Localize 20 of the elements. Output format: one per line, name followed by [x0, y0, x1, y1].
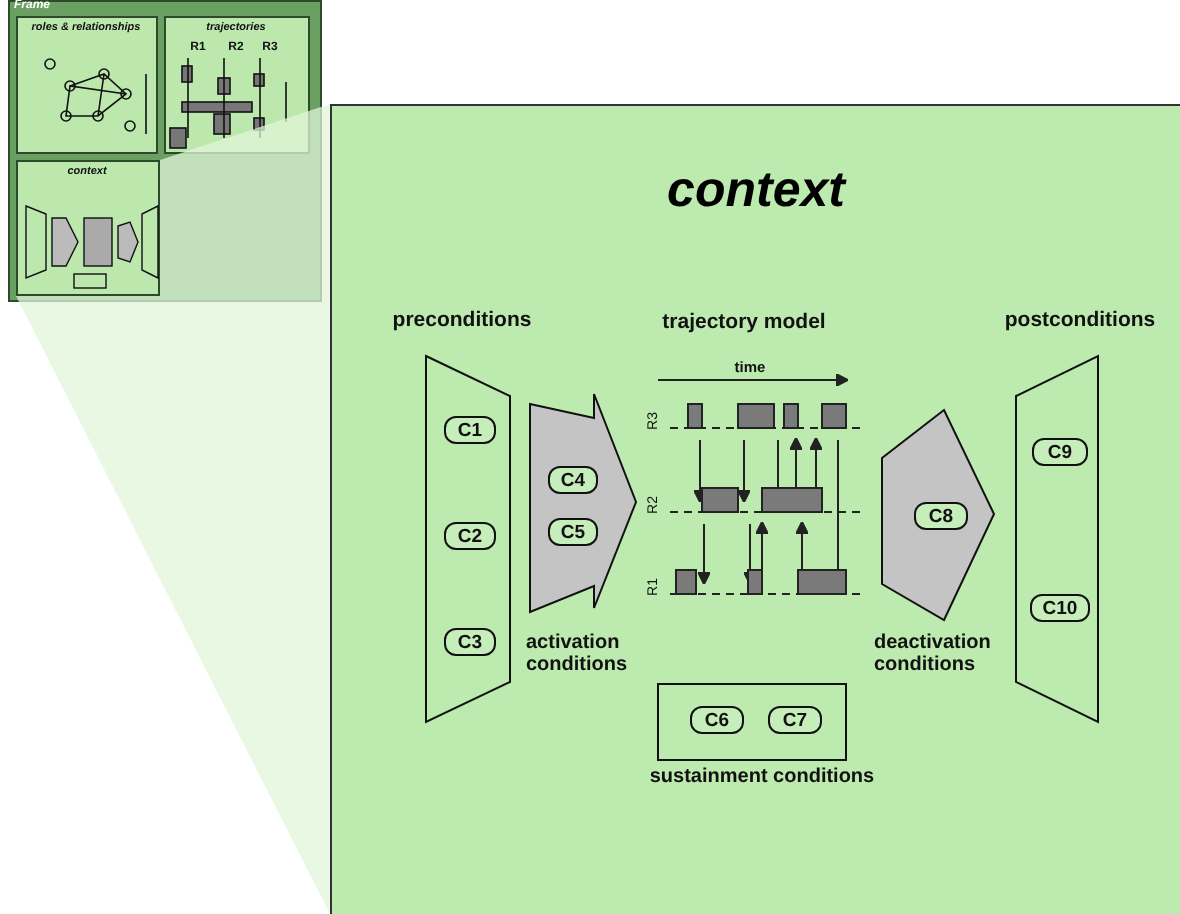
axis-label: trajectory model	[660, 310, 828, 334]
condition-label: C6	[690, 706, 744, 734]
panel-title: context	[665, 162, 849, 220]
group-heading: sustainment conditions	[647, 768, 877, 789]
condition-label: C10	[1030, 594, 1090, 622]
condition-label: C4	[548, 466, 598, 494]
condition-label: C5	[548, 518, 598, 546]
context-panel	[330, 104, 1180, 914]
thumbnail-panel	[15, 159, 159, 295]
condition-label: C7	[768, 706, 822, 734]
condition-label: C2	[444, 522, 496, 550]
condition-label: C9	[1032, 438, 1088, 466]
condition-label: C8	[914, 502, 968, 530]
condition-label: C1	[444, 416, 496, 444]
group-heading: activation conditions	[526, 634, 630, 676]
condition-label: C3	[444, 628, 496, 656]
group-heading: postconditions	[1002, 310, 1158, 333]
group-heading: deactivation conditions	[874, 634, 993, 676]
thumbnail-panel	[15, 15, 157, 153]
group-heading: preconditions	[390, 310, 534, 333]
